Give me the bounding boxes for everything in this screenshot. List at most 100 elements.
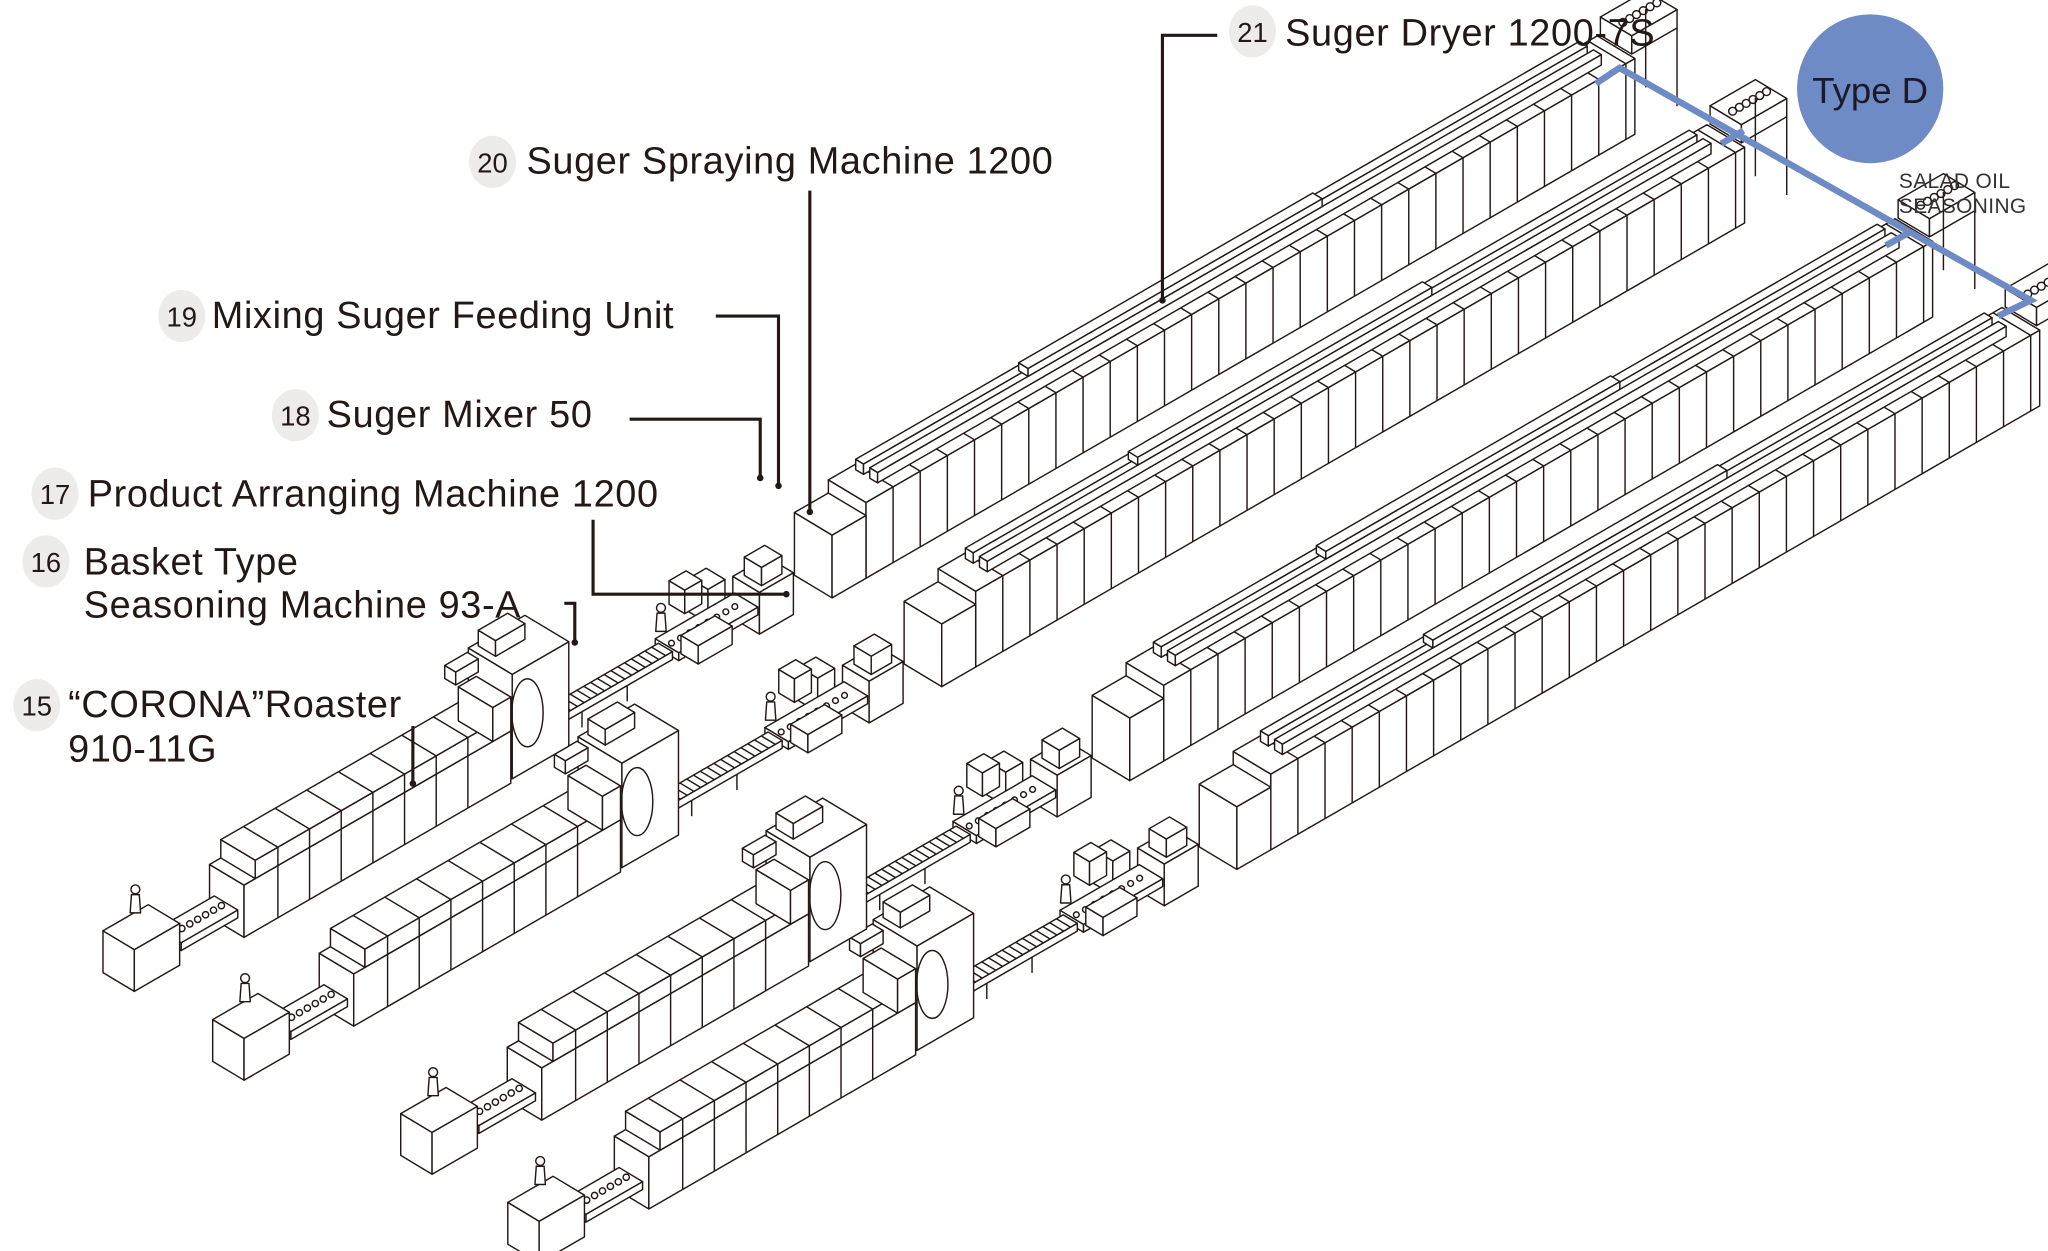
raw-product (614, 1177, 623, 1186)
line-art-edge (981, 961, 997, 971)
arranger-cabinet-top (680, 615, 733, 647)
sprayer-top-top (743, 544, 783, 569)
callout-number-badge (158, 289, 206, 343)
raw-product (209, 906, 218, 915)
mesh-product (1761, 86, 1772, 97)
line-art-edge (630, 658, 646, 668)
callout-number: 21 (1237, 17, 1267, 48)
callout-21: 21 Suger Dryer 1200-7S (1159, 5, 1655, 304)
mesh-product (1618, 17, 1628, 28)
callout-label-line-1: “CORONA”Roaster (68, 684, 402, 726)
line-art-edge (806, 1006, 842, 1029)
line-art-edge (1697, 129, 1736, 154)
mesh-product (1748, 94, 1758, 105)
line-art-edge (760, 735, 776, 746)
product-arranging-machine (1059, 863, 1164, 937)
line-art-edge (447, 859, 483, 882)
mesh-product (1741, 98, 1751, 109)
mesh-product (1916, 200, 1926, 210)
category-caption-line-2: SEASONING (1899, 195, 2027, 218)
corona-roaster (211, 764, 622, 1081)
line-art-edge (901, 856, 917, 867)
production-line-2 (211, 78, 1788, 1081)
product-on-belt (667, 639, 676, 647)
line-art-edge (867, 876, 883, 887)
line-art-edge (651, 646, 667, 657)
exit-mesh-conveyor (1599, 0, 1678, 107)
callout-label: Suger Mixer 50 (327, 394, 593, 436)
suger-dryer (903, 123, 1746, 688)
line-art-edge (740, 747, 756, 757)
raw-product (491, 1098, 500, 1107)
callout-number-badge (31, 467, 79, 520)
mesh-product (2036, 281, 2046, 291)
callout-label-line-2: 910-11G (68, 728, 217, 770)
raw-product (590, 1191, 599, 1200)
line-art-edge (693, 774, 708, 785)
raw-product (319, 995, 328, 1003)
transfer-conveyor (654, 731, 783, 817)
dryer-duct-top (1422, 463, 1728, 641)
line-art-edge (935, 837, 951, 847)
operator-body (129, 893, 142, 914)
operator-body (952, 795, 965, 815)
line-art-edge (1015, 941, 1031, 952)
line-art-edge (644, 650, 660, 661)
line-art-edge (1001, 949, 1017, 960)
operator-body (1059, 884, 1072, 904)
line-art-edge (994, 953, 1010, 964)
line-art-edge (1587, 40, 1627, 65)
category-caption-line-1: SALAD OIL (1899, 170, 2010, 193)
arranger-cabinet-top (977, 797, 1031, 830)
roaster-stack-top (457, 675, 512, 709)
operator-body (534, 1165, 547, 1186)
line-art-edge (1056, 918, 1071, 928)
raw-product (507, 1089, 516, 1097)
line-art-edge (274, 807, 310, 830)
operator-icon (1060, 874, 1071, 885)
operator-body (655, 612, 667, 633)
dryer-hood-top (793, 492, 867, 536)
seasoning-hopper-top (587, 701, 636, 731)
line-art-edge (921, 844, 937, 855)
mesh-product (1625, 13, 1635, 24)
production-line-3 (400, 172, 1976, 1175)
callout-label: Product Arranging Machine 1200 (88, 474, 659, 516)
sprayer-top-top (1148, 816, 1188, 840)
suger-dryer (1091, 218, 1934, 782)
type-badge: Type D (1797, 14, 1944, 164)
suger-mixer (778, 656, 836, 713)
sprayer-top-top (853, 633, 893, 657)
line-art-edge (583, 685, 599, 696)
production-line-1 (102, 0, 1678, 993)
line-art-edge (948, 829, 964, 840)
line-art-edge (352, 914, 388, 937)
operator-icon (765, 691, 776, 702)
operator-body (239, 982, 252, 1003)
line-art-edge (733, 750, 749, 761)
line-art-edge (1042, 925, 1058, 936)
seasoning-hopper-top (775, 795, 824, 825)
line-art-edge (576, 689, 592, 700)
mixer-tank-top (778, 658, 813, 680)
raw-product (327, 990, 335, 999)
roaster-stack-top (567, 764, 622, 798)
mesh-product (1936, 188, 1946, 199)
line-art-edge (874, 872, 890, 883)
line-art-edge (713, 762, 729, 773)
seasoning-drum (808, 860, 842, 931)
line-art-edge (243, 825, 279, 848)
mesh-product (1734, 102, 1745, 112)
mesh-product (1652, 0, 1662, 8)
conveyor-front (668, 739, 783, 815)
line-art-edge (667, 935, 703, 958)
sprayer-top-top (1041, 727, 1081, 751)
mesh-product (2043, 277, 2048, 287)
callout-label: Mixing Suger Feeding Unit (212, 295, 674, 337)
line-art-edge (416, 878, 452, 901)
callout-number: 19 (166, 301, 196, 332)
line-art-edge (699, 770, 715, 781)
callout-20: 20 Suger Spraying Machine 1200 (469, 135, 1053, 516)
dryer-duct-top (1315, 375, 1621, 553)
